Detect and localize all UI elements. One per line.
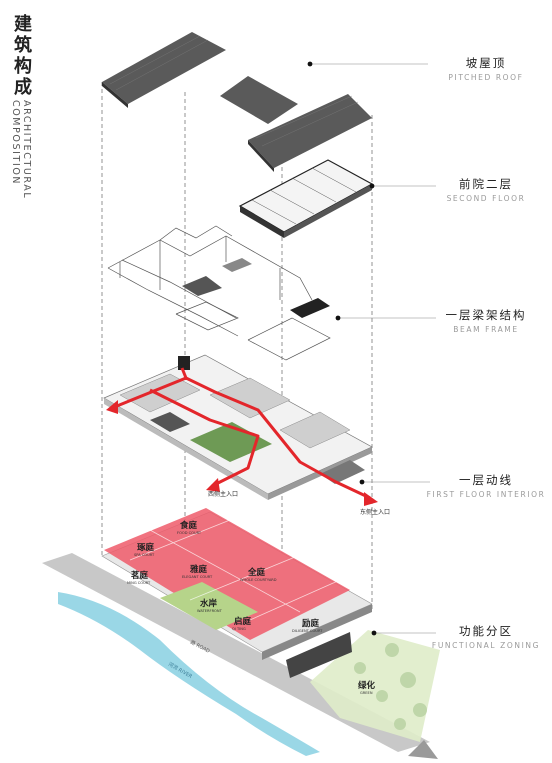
zone-label-qi: 启庭 xyxy=(234,616,252,627)
layer-second-floor-en: SECOND FLOOR xyxy=(446,194,526,203)
zone-sub-ming: MING COURT xyxy=(127,581,151,585)
layer-first-floor-cn: 一层动线 xyxy=(459,473,513,487)
beam-frame-layer xyxy=(107,225,331,361)
title-en: ARCHITECTURAL COMPOSITION xyxy=(10,100,32,200)
zone-label-ming: 茗庭 xyxy=(131,570,149,581)
route-arrows xyxy=(106,400,378,506)
layer-second-floor-cn: 前院二层 xyxy=(459,177,513,191)
layer-label-roof: 坡屋顶 PITCHED ROOF xyxy=(426,55,546,82)
zone-label-spa: 琢庭 xyxy=(137,542,155,553)
layer-zoning-en: FUNCTIONAL ZONING xyxy=(431,641,541,650)
zone-sub-waterfront: WATERFRONT xyxy=(197,609,223,613)
roof-west xyxy=(102,32,226,104)
beam-frame-solids xyxy=(182,258,330,318)
zone-sub-qi: QI TING xyxy=(232,627,246,631)
layer-roof-cn: 坡屋顶 xyxy=(465,56,507,70)
roof-middle xyxy=(220,76,298,124)
circulation-route xyxy=(111,367,371,500)
title-cn: 建筑构成 xyxy=(11,14,32,98)
zone-sub-spa: SPA COURT xyxy=(134,553,155,557)
zone-label-waterfront: 水岸 xyxy=(199,598,218,609)
zone-sub-whole: WHOLE COURTYARD xyxy=(240,578,277,582)
zone-label-elegant: 雅庭 xyxy=(189,564,208,575)
alignment-lines xyxy=(101,82,373,612)
zone-sub-green: GREEN xyxy=(360,691,373,695)
layer-label-zoning: 功能分区 FUNCTIONAL ZONING xyxy=(426,623,546,650)
leader-dots xyxy=(307,61,377,636)
layer-first-floor-en: FIRST FLOOR INTERIOR xyxy=(426,490,546,499)
zone-label-food: 食庭 xyxy=(180,520,198,531)
site-ground xyxy=(42,553,440,759)
trees xyxy=(354,643,427,730)
roof-layer xyxy=(102,32,372,172)
layer-zoning-cn: 功能分区 xyxy=(459,624,513,638)
zone-sub-elegant: ELEGANT COURT xyxy=(182,575,213,579)
diagram-title: 建筑构成 ARCHITECTURAL COMPOSITION xyxy=(8,14,32,199)
second-floor-layer xyxy=(238,159,374,238)
roof-east xyxy=(248,94,372,168)
green-area xyxy=(310,630,440,742)
road-arrow xyxy=(408,740,438,759)
layer-label-second-floor: 前院二层 SECOND FLOOR xyxy=(426,176,546,203)
zone-sub-diligent: DILIGENT COURT xyxy=(292,629,323,633)
zone-label-green: 绿化 xyxy=(358,680,376,691)
layer-label-first-floor: 一层动线 FIRST FLOOR INTERIOR xyxy=(426,472,546,499)
zone-sub-food: FOOD COURT xyxy=(177,531,202,535)
entrance-east-label: 东侧主入口 xyxy=(360,508,390,516)
river xyxy=(58,592,320,756)
layer-label-beam-frame: 一层梁架结构 BEAM FRAME xyxy=(426,307,546,334)
layer-roof-en: PITCHED ROOF xyxy=(448,73,524,82)
zone-label-whole: 全庭 xyxy=(247,567,266,578)
layer-beam-frame-en: BEAM FRAME xyxy=(453,325,519,334)
layer-beam-frame-cn: 一层梁架结构 xyxy=(445,308,527,322)
zoning-layer xyxy=(101,508,373,678)
entrance-west-label: 西侧主入口 xyxy=(208,490,238,498)
zone-label-diligent: 励庭 xyxy=(302,618,320,629)
leader-lines xyxy=(310,63,436,634)
